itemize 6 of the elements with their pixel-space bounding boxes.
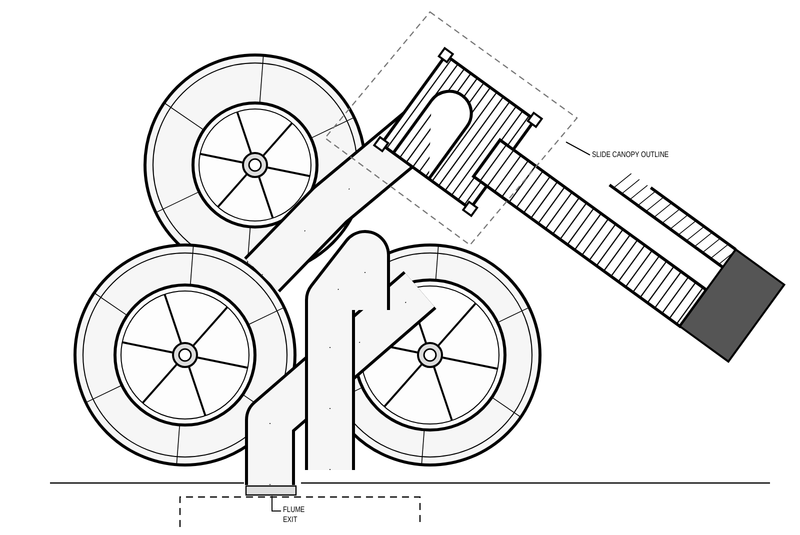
canopy-outline xyxy=(324,11,578,246)
flume-exit xyxy=(245,485,297,496)
callout-label: FLUME EXIT xyxy=(283,505,315,525)
callout-label: SLIDE CANOPY OUTLINE xyxy=(592,150,704,160)
leader-line xyxy=(272,496,282,512)
leader-line xyxy=(566,142,590,156)
